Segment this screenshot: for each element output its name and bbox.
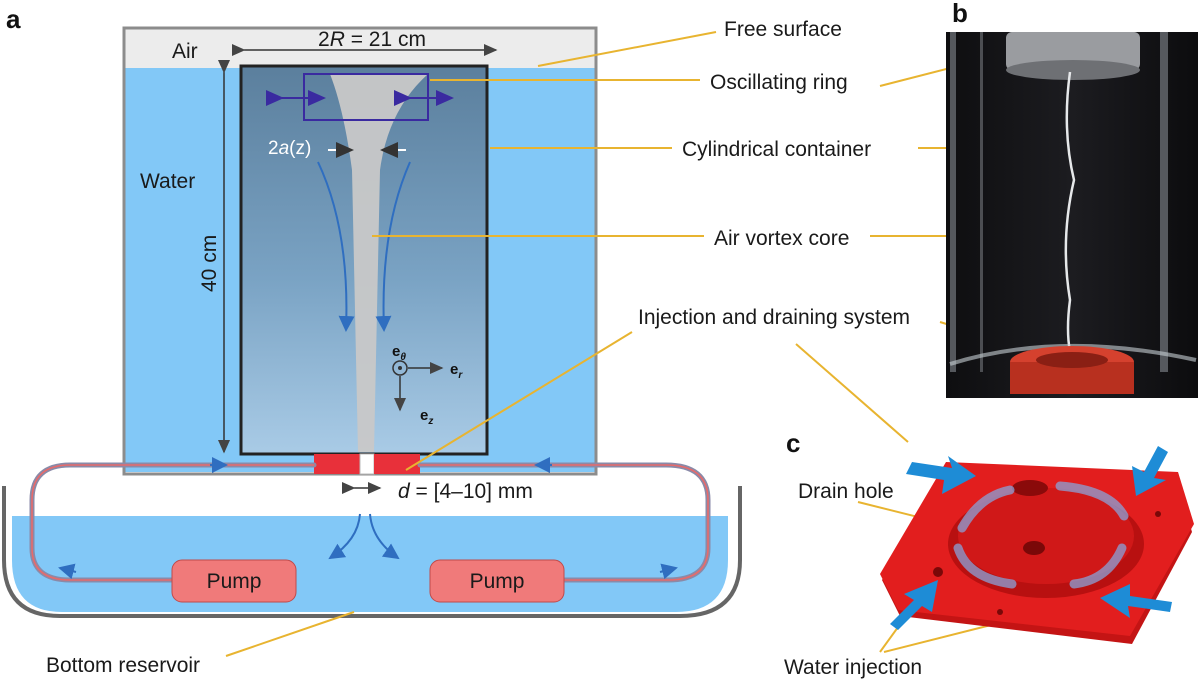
flow-arrow-left bbox=[317, 161, 355, 332]
air-label: Air bbox=[172, 40, 198, 63]
pipe-flow-arrow-4 bbox=[659, 563, 678, 580]
pump-right: Pump bbox=[429, 559, 565, 603]
drain-label: d = [4–10] mm bbox=[398, 480, 533, 503]
bottom-reservoir bbox=[2, 486, 742, 618]
outflow-arrow-right bbox=[369, 513, 400, 560]
e-r-label: er bbox=[450, 361, 463, 381]
coordinate-system: eθ er ez bbox=[392, 343, 463, 427]
radius-label: 2R = 21 cm bbox=[318, 28, 426, 51]
outflow-arrow-left bbox=[328, 513, 361, 560]
pump-left-label: Pump bbox=[207, 570, 262, 593]
callout-air-vortex-core: Air vortex core bbox=[714, 227, 849, 250]
air-vortex-core bbox=[330, 74, 428, 452]
callout-oscillating-ring: Oscillating ring bbox=[710, 71, 848, 94]
callout-water-injection: Water injection bbox=[784, 656, 922, 679]
injection-drain-plate bbox=[314, 453, 420, 475]
swirl-arrows bbox=[953, 481, 1129, 589]
panel-a-label: a bbox=[6, 4, 21, 34]
pipe-flow-arrow-3 bbox=[58, 563, 77, 580]
flow-arrow-right bbox=[375, 161, 411, 332]
callout-injection-draining: Injection and draining system bbox=[638, 306, 910, 329]
injection-arrows bbox=[890, 446, 1172, 630]
callout-free-surface: Free surface bbox=[724, 18, 842, 41]
panel-b-label: b bbox=[952, 0, 968, 28]
pump-left: Pump bbox=[171, 559, 297, 603]
pump-right-label: Pump bbox=[470, 570, 525, 593]
callout-drain-hole: Drain hole bbox=[798, 480, 894, 503]
core-width-label: 2a(z) bbox=[268, 138, 311, 159]
recirculation-pipes bbox=[29, 462, 711, 583]
water-label: Water bbox=[140, 170, 195, 193]
e-theta-label: eθ bbox=[392, 343, 406, 363]
height-label: 40 cm bbox=[198, 235, 221, 292]
panel-c-label: c bbox=[786, 428, 800, 458]
callout-cylindrical-container: Cylindrical container bbox=[682, 138, 871, 161]
callout-bottom-reservoir: Bottom reservoir bbox=[46, 654, 200, 677]
experiment-photo bbox=[946, 32, 1198, 398]
e-z-label: ez bbox=[420, 407, 433, 427]
